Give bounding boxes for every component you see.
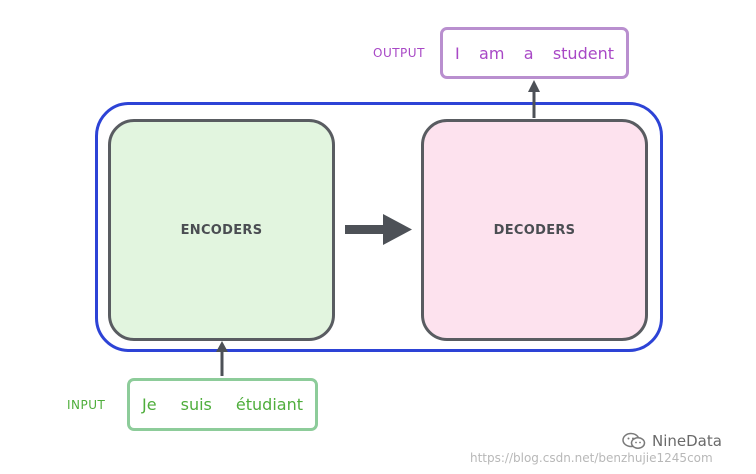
output-token: a	[523, 43, 534, 63]
input-token: suis	[180, 395, 212, 414]
watermark-logo: NineData	[622, 432, 722, 450]
input-label: INPUT	[67, 398, 106, 412]
output-token: student	[552, 43, 614, 63]
watermark-brand: NineData	[652, 432, 722, 450]
input-sentence-box: Je suis étudiant	[127, 378, 318, 431]
wechat-icon	[622, 432, 646, 449]
input-token: étudiant	[235, 395, 303, 414]
output-sentence-box: I am a student	[440, 27, 629, 79]
encoders-block: ENCODERS	[108, 119, 335, 341]
input-token: Je	[142, 395, 157, 414]
decoders-block: DECODERS	[421, 119, 648, 341]
encoders-label: ENCODERS	[180, 222, 263, 238]
decoders-label: DECODERS	[493, 222, 576, 238]
watermark-url: https://blog.csdn.net/benzhujie1245com	[470, 451, 713, 465]
output-token: am	[479, 43, 505, 63]
output-label: OUTPUT	[373, 46, 425, 60]
output-token: I	[455, 43, 460, 63]
transformer-frame	[95, 102, 663, 352]
